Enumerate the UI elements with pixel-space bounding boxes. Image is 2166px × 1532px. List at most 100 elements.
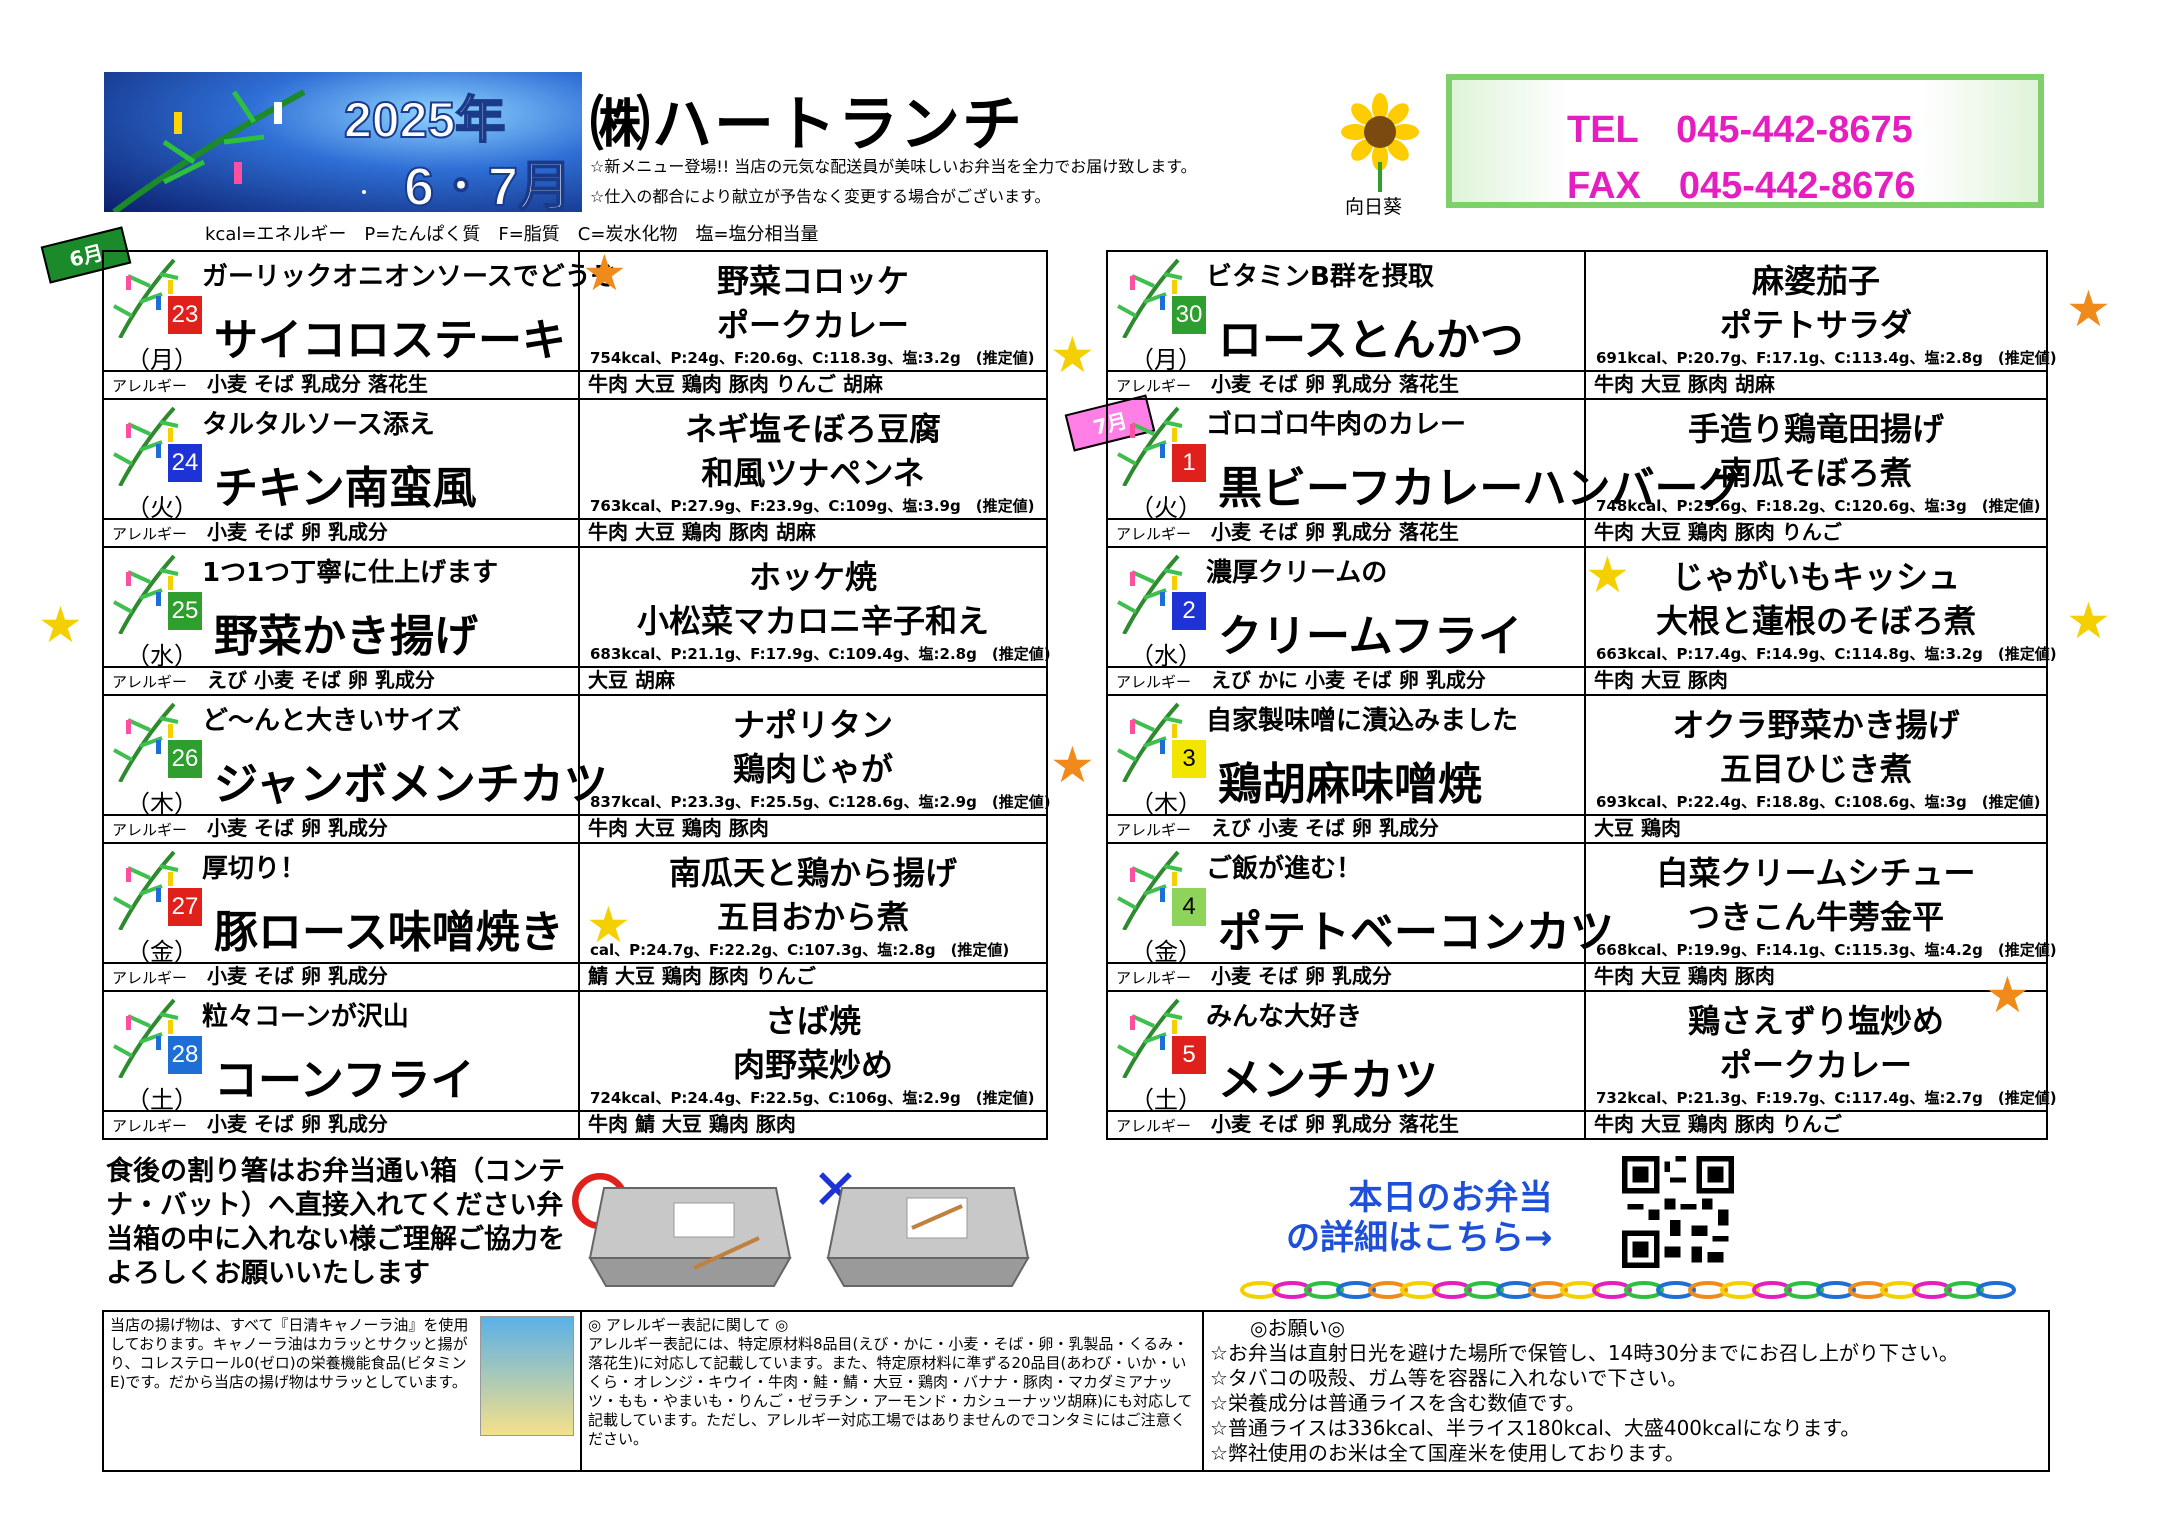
day-of-week: （土）	[1130, 1086, 1202, 1114]
allergy-label: アレルギー	[112, 673, 188, 691]
dish-tagline: みんな大好き	[1206, 1002, 1363, 1032]
star-icon: ★	[2066, 280, 2111, 338]
dish-tagline: ビタミンB群を摂取	[1206, 262, 1434, 292]
tel-number: TEL 045-442-8675	[1567, 109, 1913, 151]
allergens-side: 牛肉 大豆 鶏肉 豚肉 りんご 胡麻	[588, 372, 883, 396]
side-dish-1: ネギ塩そぼろ豆腐	[684, 410, 941, 448]
day-of-week: （金）	[1130, 938, 1202, 966]
nutrition-info: 763kcal、P:27.9g、F:23.9g、C:109g、塩:3.9g (推…	[590, 497, 1035, 515]
main-dish-cell: 1（火）ゴロゴロ牛肉のカレー黒ビーフカレーハンバーグ	[1106, 398, 1742, 522]
dish-tagline: 自家製味噌に漬込みました	[1206, 706, 1519, 736]
day-of-week: （火）	[126, 494, 198, 522]
main-dish-cell: 27（金）厚切り！豚ロース味噌焼き	[102, 842, 580, 966]
allergy-cell-side: 牛肉 大豆 鶏肉 豚肉 りんご 胡麻	[578, 370, 1048, 400]
allergens-main: 小麦 そば 卵 乳成分	[207, 520, 388, 544]
note-line: ☆新メニュー登場!! 当店の元気な配送員が美味しいお弁当を全力でお届け致します。	[590, 157, 1197, 176]
bamboo-icon	[113, 554, 179, 634]
allergy-row: アレルギー小麦 そば 乳成分 落花生牛肉 大豆 鶏肉 豚肉 りんご 胡麻	[102, 370, 1048, 400]
side-dish-1: さば焼	[764, 1002, 861, 1040]
tanabata-bamboo-icon	[112, 89, 506, 212]
allergy-cell-main: アレルギー小麦 そば 卵 乳成分	[102, 518, 580, 548]
dish-tagline: ゴロゴロ牛肉のカレー	[1206, 410, 1467, 440]
main-dish-cell: 2 （水） 濃厚クリームのクリームフライ	[1106, 546, 1586, 670]
dish-tagline: ガーリックオニオンソースでどうぞ	[202, 262, 617, 292]
side-dish-2: ポークカレー	[1719, 1046, 1912, 1084]
side-dish-2: 鶏肉じゃが	[732, 750, 893, 788]
company-name: ㈱ハートランチ	[590, 91, 1024, 158]
star-icon: ★	[1585, 546, 1630, 604]
side-dish-1: 南瓜天と鶏から揚げ	[668, 854, 957, 892]
allergy-cell-main: アレルギー小麦 そば 卵 乳成分	[102, 814, 580, 844]
sunflower-label: 向日葵	[1345, 196, 1403, 218]
months-title: 6・7月	[403, 156, 573, 212]
allergy-row: アレルギーえび かに 小麦 そば 卵 乳成分牛肉 大豆 豚肉	[1106, 666, 2048, 696]
nutrition-info: 724kcal、P:24.4g、F:22.5g、C:106g、塩:2.9g (推…	[590, 1089, 1035, 1107]
nutrition-info: 693kcal、P:22.4g、F:18.8g、C:108.6g、塩:3g (推…	[1596, 793, 2041, 811]
main-dish-cell: 4（金）ご飯が進む！ポテトベーコンカツ	[1106, 842, 1614, 966]
side-dish-1: ナポリタン	[732, 706, 893, 744]
dish-tagline: タルタルソース添え	[202, 410, 435, 440]
day-of-week: （月）	[126, 346, 198, 374]
side-dish-2: 五目ひじき煮	[1719, 750, 1912, 788]
allergy-cell-side: 大豆 胡麻	[578, 666, 1048, 696]
sunflower-icon	[1341, 93, 1419, 192]
allergens-main: 小麦 そば 卵 乳成分 落花生	[1211, 1112, 1459, 1136]
allergens-side: 牛肉 大豆 鶏肉 豚肉 りんご	[1594, 520, 1842, 544]
allergens-side: 牛肉 大豆 豚肉 胡麻	[1594, 372, 1775, 396]
allergy-cell-main: アレルギーえび 小麦 そば 卵 乳成分	[1106, 814, 1586, 844]
nutrition-info: 663kcal、P:17.4g、F:14.9g、C:114.8g、塩:3.2g …	[1596, 645, 2057, 663]
side-dish-2: 南瓜そぼろ煮	[1719, 454, 1912, 492]
dish-tagline: 粒々コーンが沢山	[202, 1002, 409, 1032]
day-number: 1	[1172, 444, 1206, 482]
day-number: 2	[1172, 592, 1206, 630]
allergy-cell-side: 牛肉 大豆 鶏肉 豚肉 りんご	[1584, 1110, 2048, 1140]
bamboo-icon	[1117, 998, 1183, 1078]
allergy-cell-main: アレルギーえび 小麦 そば 卵 乳成分	[102, 666, 580, 696]
allergy-label: アレルギー	[1116, 969, 1192, 987]
allergens-side: 牛肉 大豆 鶏肉 豚肉	[1594, 964, 1775, 988]
main-dish: 豚ロース味噌焼き	[214, 908, 564, 957]
day-number: 26	[168, 740, 202, 778]
allergy-cell-main: アレルギー小麦 そば 卵 乳成分	[102, 1110, 580, 1140]
request-line: ☆お弁当は直射日光を避けた場所で保管し、14時30分までにお召し上がり下さい。	[1210, 1341, 1959, 1365]
allergy-row: アレルギー小麦 そば 卵 乳成分 落花生牛肉 大豆 鶏肉 豚肉 りんご	[1106, 1110, 2048, 1140]
allergy-info-title: ◎ アレルギー表記に関して ◎	[588, 1316, 789, 1334]
qr-code-icon[interactable]	[1622, 1156, 1734, 1268]
day-number: 25	[168, 592, 202, 630]
star-icon: ★	[582, 244, 627, 302]
nutrition-info: 668kcal、P:19.9g、F:14.1g、C:115.3g、塩:4.2g …	[1596, 941, 2057, 959]
allergy-label: アレルギー	[1116, 525, 1192, 543]
side-dish-1: 鶏さえずり塩炒め	[1687, 1002, 1944, 1040]
allergy-row: アレルギーえび 小麦 そば 卵 乳成分大豆 鶏肉	[1106, 814, 2048, 844]
main-dish-cell: 26（木）ど～んと大きいサイズジャンボメンチカツ	[102, 694, 608, 818]
side-dish-2: 肉野菜炒め	[732, 1046, 893, 1084]
day-of-week: （水）	[1130, 642, 1202, 670]
allergens-side: 大豆 鶏肉	[1594, 816, 1681, 840]
qr-caption: 本日のお弁当 の詳細はこちら→	[1286, 1178, 1553, 1258]
allergy-label: アレルギー	[112, 821, 188, 839]
allergy-row: アレルギー小麦 そば 卵 乳成分牛肉 大豆 鶏肉 豚肉 胡麻	[102, 518, 1048, 548]
side-dish-2: 大根と蓮根のそぼろ煮	[1655, 602, 1976, 640]
allergy-row: アレルギーえび 小麦 そば 卵 乳成分大豆 胡麻	[102, 666, 1048, 696]
allergy-info: ◎ アレルギー表記に関して ◎ アレルギー表記には、特定原材料8品目(えび・かに…	[580, 1310, 1204, 1472]
note-line: ☆仕入の都合により献立が予告なく変更する場合がございます。	[590, 187, 1051, 206]
dish-tagline: 厚切り！	[202, 854, 307, 884]
allergy-cell-side: 牛肉 大豆 鶏肉 豚肉	[1584, 962, 2048, 992]
allergy-row: アレルギー小麦 そば 卵 乳成分牛肉 鯖 大豆 鶏肉 豚肉	[102, 1110, 1048, 1140]
allergy-info-text: アレルギー表記には、特定原材料8品目(えび・かに・小麦・そば・卵・乳製品・くるみ…	[588, 1335, 1193, 1448]
allergy-label: アレルギー	[112, 377, 188, 395]
side-dish-1: 手造り鶏竜田揚げ	[1687, 410, 1944, 448]
main-dish: クリームフライ	[1218, 612, 1523, 661]
dish-tagline: 濃厚クリームの	[1206, 558, 1388, 588]
menu-row: 23（月）ガーリックオニオンソースでどうぞサイコロステーキ野菜コロッケポークカレ…	[102, 250, 1048, 374]
day-number: 30	[1172, 296, 1206, 334]
main-dish: チキン南蛮風	[214, 464, 477, 513]
allergy-cell-side: 鯖 大豆 鶏肉 豚肉 りんご	[578, 962, 1048, 992]
